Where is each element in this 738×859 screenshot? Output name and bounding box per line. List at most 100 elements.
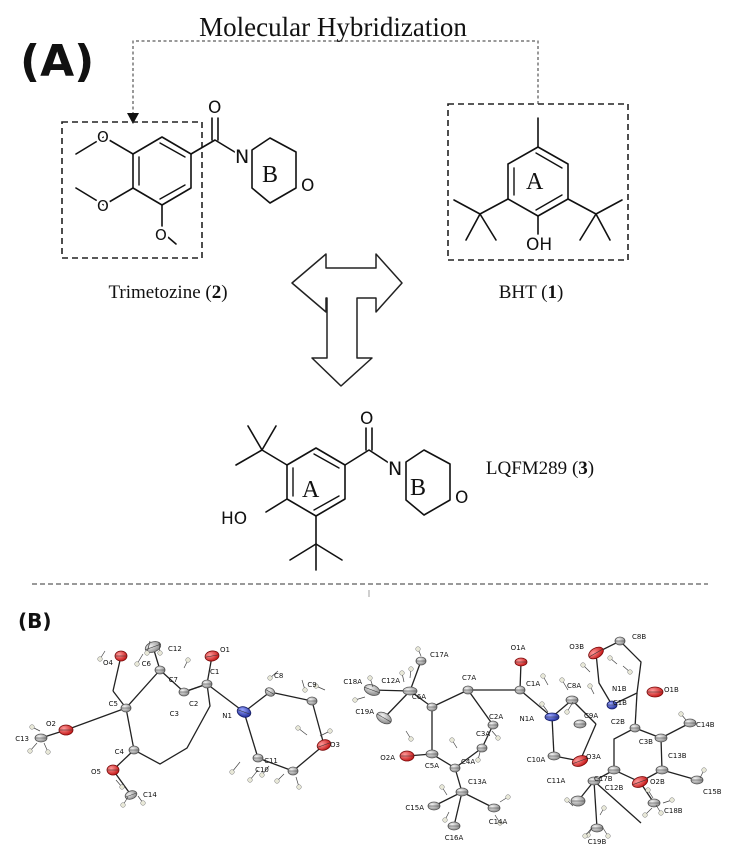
hydrogen-atom-33 xyxy=(627,669,633,675)
bht-fragment-box xyxy=(447,103,629,261)
atom-label-c14b: C14B xyxy=(696,721,715,729)
atom-label-c1b: C1B xyxy=(613,699,627,707)
hydrogen-atom-18 xyxy=(29,724,35,730)
lqfm289-carbonyl-oxygen: O xyxy=(360,409,373,429)
atom-label-c6: C6 xyxy=(142,660,152,668)
ortep-atoms xyxy=(34,636,704,833)
atom-label-c13b: C13B xyxy=(668,752,687,760)
atom-label-c18b: C18B xyxy=(664,807,683,815)
hydrogen-atom-29 xyxy=(539,701,545,707)
atom-label-c3b: C3B xyxy=(639,738,653,746)
lqfm289-caption: LQFM289 (3) xyxy=(486,458,594,479)
hydrogen-atom-25 xyxy=(408,736,414,742)
atom-label-c6a: C6A xyxy=(412,693,426,701)
hydrogen-atom-44 xyxy=(505,794,511,800)
atom-label-c1: C1 xyxy=(210,668,219,676)
hydrogen-atom-43 xyxy=(497,820,503,826)
trimetozine-caption: Trimetozine (2) xyxy=(108,282,227,303)
atom-label-c5a: C5A xyxy=(425,762,439,770)
atom-label-c15b: C15B xyxy=(703,788,722,796)
atom-label-c9a: C9A xyxy=(584,712,598,720)
hydrogen-atom-30 xyxy=(564,709,570,715)
hydrogen-atom-36 xyxy=(701,767,707,773)
atom-label-c3: C3 xyxy=(170,710,179,718)
ring-b-label: B xyxy=(262,162,278,188)
hydrogen-atom-24 xyxy=(367,675,373,681)
atom-label-c15a: C15A xyxy=(405,804,424,812)
atom-label-c11: C11 xyxy=(264,757,278,765)
atom-label-c11a: C11A xyxy=(547,777,566,785)
atom-label-o3a: O3A xyxy=(586,753,601,761)
hydrogen-atom-27 xyxy=(540,673,546,679)
atom-label-o5: O5 xyxy=(91,768,101,776)
lqfm289-structure: HO O N O A B xyxy=(221,409,471,571)
hydrogen-atom-6 xyxy=(313,683,319,689)
hydrogen-atom-23 xyxy=(352,697,358,703)
atom-label-c18a: C18A xyxy=(343,678,362,686)
methoxy-oxygen-2: O xyxy=(97,197,109,215)
ortep-atom-labels: C12O4C7C1O1C6C2C8C9N1C5O2C13C3C4O3C11C10… xyxy=(15,633,722,846)
panel-b: (B) xyxy=(15,609,722,846)
hydrogen-atom-28 xyxy=(559,677,565,683)
hydrogen-atom-26 xyxy=(415,646,421,652)
atom-label-c12b: C12B xyxy=(605,784,624,792)
hydrogen-atom-49 xyxy=(582,833,588,839)
methoxy-oxygen-3: O xyxy=(155,226,167,244)
panel-a: (A) Molecular Hybridization O O O xyxy=(20,12,629,571)
lqfm289-morpholine-oxygen: O xyxy=(455,488,468,508)
morpholine-oxygen: O xyxy=(301,176,314,196)
atom-axis-c14 xyxy=(125,792,137,798)
lqfm289-ring-b-label: B xyxy=(410,475,426,501)
hydrogen-atom-50 xyxy=(449,737,455,743)
atom-label-n1a: N1A xyxy=(520,715,535,723)
hydrogen-atom-35 xyxy=(678,711,684,717)
hydrogen-atom-8 xyxy=(295,725,301,731)
hydrogen-atom-45 xyxy=(601,805,607,811)
hydrogen-atom-11 xyxy=(296,784,302,790)
hydrogen-atom-5 xyxy=(267,675,273,681)
bht-hydroxyl: OH xyxy=(526,235,552,255)
hydrogen-atom-9 xyxy=(327,728,333,734)
hydrogen-atom-41 xyxy=(439,784,445,790)
ring-a-label: A xyxy=(526,169,544,195)
atom-label-c7: C7 xyxy=(169,676,178,684)
panel-b-label: (B) xyxy=(18,609,52,633)
atom-label-o1b: O1B xyxy=(664,686,679,694)
atom-label-c8: C8 xyxy=(274,672,283,680)
atom-label-c19b: C19B xyxy=(588,838,607,846)
atom-label-o2: O2 xyxy=(46,720,56,728)
atom-axis-o3b xyxy=(588,648,604,658)
atom-label-o3b: O3B xyxy=(569,643,584,651)
hydrogen-atom-52 xyxy=(495,735,501,741)
ortep-right-bonds xyxy=(371,640,698,829)
hydrogen-atom-34 xyxy=(587,683,593,689)
atom-axis-o3 xyxy=(317,742,331,748)
hydrogen-atom-39 xyxy=(642,812,648,818)
amide-nitrogen: N xyxy=(235,146,249,168)
trimetozine-structure: O O O O N O B xyxy=(61,98,317,259)
atom-label-c13: C13 xyxy=(15,735,29,743)
hydrogen-atom-12 xyxy=(247,777,253,783)
atom-label-c16a: C16A xyxy=(445,834,464,842)
atom-label-c17b: C17B xyxy=(594,775,613,783)
hydrogen-atom-7 xyxy=(302,687,308,693)
hydrogen-atom-19 xyxy=(27,748,33,754)
atom-axis-c18a xyxy=(364,687,380,693)
atom-label-c1a: C1A xyxy=(526,680,540,688)
hydrogen-atom-37 xyxy=(645,787,651,793)
atom-label-c10a: C10A xyxy=(527,756,546,764)
hydrogen-atom-15 xyxy=(119,784,125,790)
atom-label-c17a: C17A xyxy=(430,651,449,659)
atom-axis-c19a xyxy=(376,713,392,723)
atom-label-o3: O3 xyxy=(330,741,340,749)
atom-label-c14a: C14A xyxy=(489,818,508,826)
atom-label-c13a: C13A xyxy=(468,778,487,786)
atom-label-c10: C10 xyxy=(255,766,269,774)
hydrogen-atom-22 xyxy=(408,666,414,672)
atom-label-c7a: C7A xyxy=(462,674,476,682)
atom-label-c4a: C4A xyxy=(461,758,475,766)
atom-label-n1b: N1B xyxy=(612,685,627,693)
ortep-hydrogens xyxy=(27,640,707,839)
ortep-left-bonds xyxy=(40,646,325,796)
